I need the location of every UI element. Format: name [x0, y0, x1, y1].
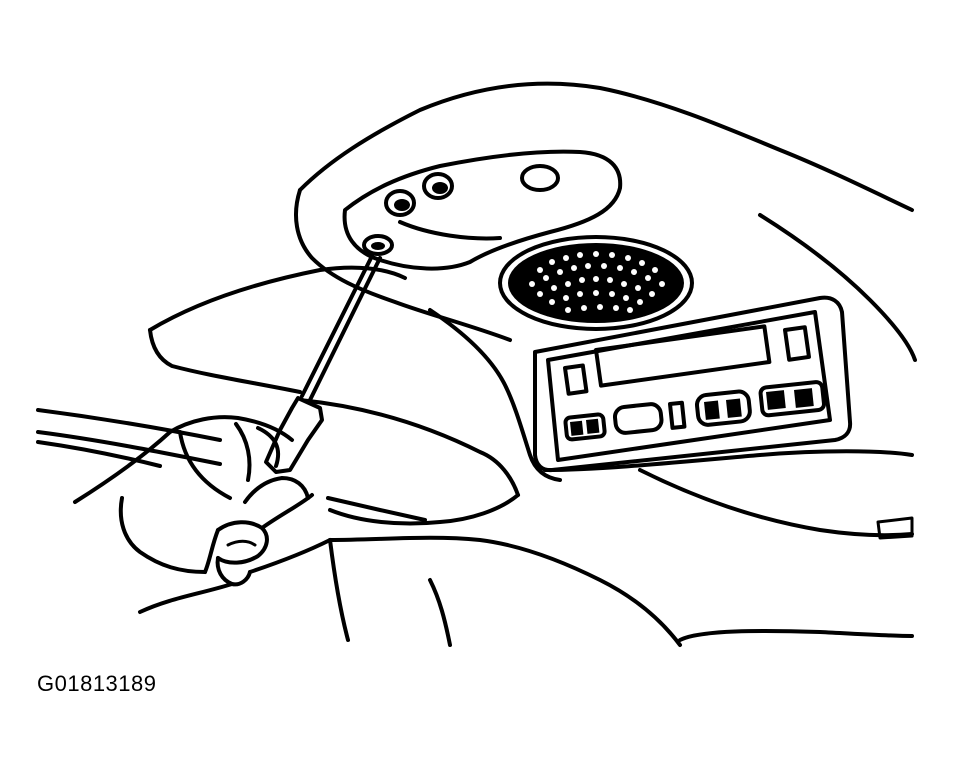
lower-trim [36, 398, 682, 647]
figure-id-label: G01813189 [37, 671, 157, 696]
speaker-grille [498, 235, 694, 331]
control-panel [533, 295, 853, 473]
hand [73, 415, 332, 614]
console-bezel [342, 149, 623, 271]
headliner-outline [148, 81, 917, 482]
screwdriver [264, 254, 382, 474]
console-lamp-lenses [362, 164, 560, 256]
windshield-trim [543, 449, 914, 642]
